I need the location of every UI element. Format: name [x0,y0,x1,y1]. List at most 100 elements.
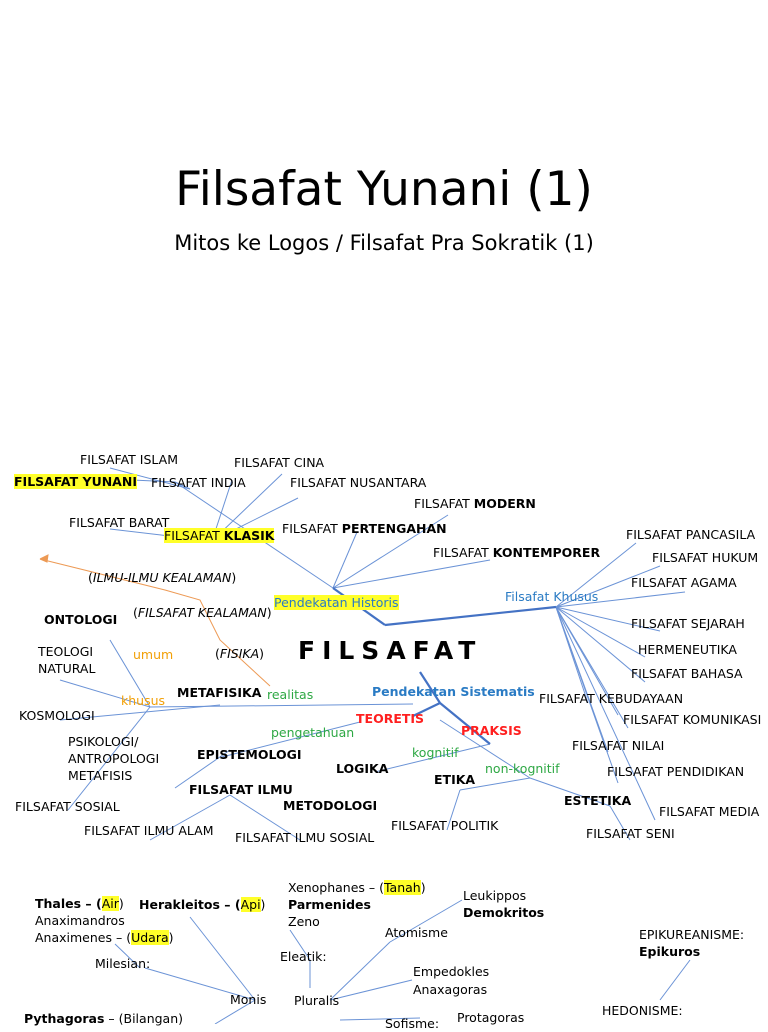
paren-open: ( [215,646,220,661]
node-filsafat-islam: FILSAFAT ISLAM [80,452,178,467]
node-eleatik: Eleatik: [280,949,327,964]
node-kosmologi: KOSMOLOGI [19,708,95,723]
branch-pendekatan-historis: Pendekatan Historis [274,594,399,611]
node-atomisme: Atomisme [385,925,448,940]
node-anaximenes: Anaximenes – (Udara) [35,929,174,946]
node-filsafat-sejarah: FILSAFAT SEJARAH [631,616,745,631]
node-teologi-natural: TEOLOGI NATURAL [38,644,96,676]
node-psikologi-antropologi-metafisis: PSIKOLOGI/ ANTROPOLOGI METAFISIS [68,734,160,783]
node-logika: LOGIKA [336,761,389,776]
node-kontemporer-prefix: FILSAFAT [433,545,493,560]
node-klasik-prefix: FILSAFAT [164,528,224,543]
anaximenes-text: Anaximenes – ( [35,930,132,945]
label-khusus: khusus [121,693,166,708]
node-filsafat-nusantara: FILSAFAT NUSANTARA [290,475,427,490]
node-filsafat-hukum: FILSAFAT HUKUM [652,550,759,565]
element-udara: Udara [131,930,169,945]
node-metodologi: METODOLOGI [283,798,378,813]
node-estetika: ESTETIKA [564,793,632,808]
node-pythagoras: Pythagoras – (Bilangan) [24,1010,183,1027]
node-klasik-bold: KLASIK [223,528,275,543]
node-pluralis: Pluralis [294,993,340,1008]
node-ontologi: ONTOLOGI [44,612,118,627]
node-kontemporer-bold: KONTEMPORER [492,545,601,560]
node-filsafat-ilmu-sosial: FILSAFAT ILMU SOSIAL [235,830,375,845]
node-filsafat-kealaman: (FILSAFAT KEALAMAN) [133,604,272,621]
pythagoras-name: Pythagoras [24,1011,105,1026]
node-ilmu-ilmu-kealaman: (ILMU-ILMU KEALAMAN) [88,569,236,586]
node-filsafat-bahasa: FILSAFAT BAHASA [631,666,743,681]
thales-name: Thales [35,896,82,911]
node-filsafat-india: FILSAFAT INDIA [151,475,246,490]
element-tanah: Tanah [383,880,421,895]
node-anaximandros: Anaximandros [35,913,125,928]
node-filsafat-politik: FILSAFAT POLITIK [391,818,499,833]
node-filsafat-media: FILSAFAT MEDIA [659,804,760,819]
node-etika: ETIKA [434,772,476,787]
node-filsafat-ilmu: FILSAFAT ILMU [189,782,293,797]
branch-pendekatan-sistematis: Pendekatan Sistematis [372,684,535,699]
node-filsafat-pendidikan: FILSAFAT PENDIDIKAN [607,764,745,779]
node-metafisika: METAFISIKA [177,685,262,700]
node-demokritos: Demokritos [463,905,545,920]
element-api: Api [240,897,261,912]
herakleitos-text: Herakleitos – ( [139,897,241,912]
node-epistemologi: EPISTEMOLOGI [197,747,302,762]
node-filsafat-sosial: FILSAFAT SOSIAL [15,799,120,814]
node-fisika: (FISIKA) [215,645,264,662]
node-epikureanisme: EPIKUREANISME: [639,927,745,942]
node-hermeneutika: HERMENEUTIKA [638,642,737,657]
node-modern-prefix: FILSAFAT [414,496,474,511]
label-non-kognitif: non-kognitif [485,761,560,776]
xenophanes-text: Xenophanes – ( [288,880,384,895]
node-filsafat-klasik: FILSAFAT KLASIK [164,527,275,544]
node-monis: Monis [230,992,267,1007]
node-filsafat-komunikasi: FILSAFAT KOMUNIKASI [623,712,762,727]
node-ilmu-ilmu-text: ILMU-ILMU KEALAMAN [92,570,232,585]
node-teoretis: TEORETIS [356,711,425,726]
branch-filsafat-khusus: Filsafat Khusus [505,589,599,604]
node-modern-bold: MODERN [473,496,536,511]
node-empedokles: Empedokles [413,964,490,979]
node-epikuros: Epikuros [639,944,701,959]
thales-dash: – ( [81,896,102,911]
node-milesian: Milesian: [95,956,151,971]
node-anaxagoras: Anaxagoras [413,982,488,997]
page-title: Filsafat Yunani (1) [175,162,593,217]
node-filsafat-pancasila: FILSAFAT PANCASILA [626,527,756,542]
thales-close: ) [118,896,124,911]
node-filsafat-ilmu-alam: FILSAFAT ILMU ALAM [84,823,214,838]
anaximenes-close: ) [168,930,174,945]
node-filsafat-kebudayaan: FILSAFAT KEBUDAYAAN [539,691,684,706]
node-filsafat-cina: FILSAFAT CINA [234,455,325,470]
paren-close: ) [266,605,272,620]
node-herakleitos: Herakleitos – (Api) [139,896,265,913]
label-realitas: realitas [267,687,314,702]
element-air: Air [101,896,119,911]
branch-pendekatan-historis-text: Pendekatan Historis [274,595,399,610]
node-filsafat-kontemporer: FILSAFAT KONTEMPORER [433,544,600,561]
node-leukippos: Leukippos [463,888,527,903]
node-praksis: PRAKSIS [461,723,522,738]
node-filsafat-agama: FILSAFAT AGAMA [631,575,737,590]
node-fisika-text: FISIKA [219,646,260,661]
paren-close: ) [259,646,265,661]
xenophanes-close: ) [420,880,426,895]
node-filsafat-modern: FILSAFAT MODERN [414,495,536,512]
node-filsafat-nilai: FILSAFAT NILAI [572,738,665,753]
center-node-filsafat: FILSAFAT [298,636,483,665]
node-protagoras: Protagoras [457,1010,525,1025]
node-filsafat-pertengahan: FILSAFAT PERTENGAHAN [282,520,447,537]
node-pertengahan-bold: PERTENGAHAN [341,521,447,536]
node-pertengahan-prefix: FILSAFAT [282,521,342,536]
page-subtitle: Mitos ke Logos / Filsafat Pra Sokratik (… [174,231,594,255]
node-filsafat-yunani-text: FILSAFAT YUNANI [14,474,137,489]
paren-open: ( [88,570,93,585]
herakleitos-close: ) [260,897,266,912]
node-zeno: Zeno [288,914,320,929]
paren-close: ) [231,570,237,585]
label-umum: umum [133,647,174,662]
node-parmenides: Parmenides [288,897,371,912]
node-thales: Thales – (Air) [35,895,124,912]
